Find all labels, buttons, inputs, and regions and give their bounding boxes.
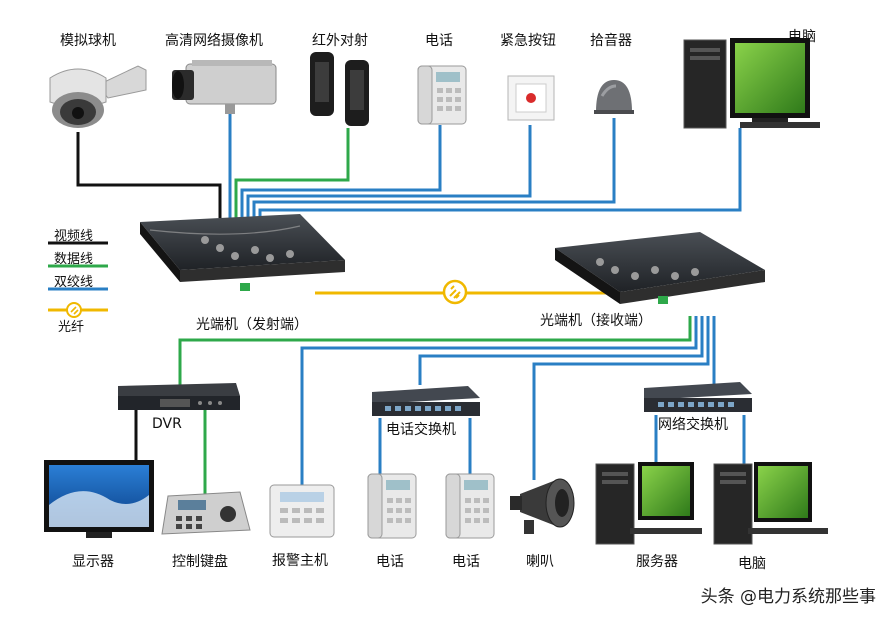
phone-bottom-1-icon: [367, 473, 417, 539]
ir-beam-icon: [310, 52, 369, 126]
pc-bottom-icon: [713, 462, 828, 545]
label-pc-bottom: 电脑: [738, 556, 766, 572]
label-phone-top: 电话: [425, 33, 453, 49]
legend-twisted-pair: 双绞线: [54, 275, 94, 290]
analog-dome-icon: [49, 65, 147, 128]
pc-top-icon: [683, 38, 820, 129]
label-phone-bottom-2: 电话: [452, 554, 480, 570]
phone-bottom-2-icon: [445, 473, 495, 539]
speaker-icon: [510, 478, 575, 534]
hd-camera-icon: [172, 60, 277, 114]
watermark: 头条 @电力系统那些事: [700, 587, 876, 607]
label-alarm-host: 报警主机: [272, 553, 328, 569]
tp-line-speaker: [532, 316, 710, 480]
data-line-dvr: [178, 316, 692, 385]
label-analog-dome: 模拟球机: [60, 33, 116, 49]
label-transmitter: 光端机（发射端）: [196, 317, 308, 333]
label-keyboard: 控制键盘: [172, 554, 228, 570]
emergency-button-icon: [507, 75, 555, 121]
phone-top-icon: [417, 65, 467, 125]
tp-line-button: [246, 125, 532, 222]
label-pickup: 拾音器: [590, 33, 632, 49]
label-hd-camera: 高清网络摄像机: [165, 33, 263, 49]
network-switch-icon: [644, 382, 752, 412]
label-speaker: 喇叭: [526, 554, 554, 570]
label-dvr: DVR: [152, 416, 182, 432]
label-network-switch: 网络交换机: [658, 417, 728, 433]
label-display: 显示器: [72, 554, 114, 570]
fiber-icon: [442, 279, 468, 305]
receiver-icon: [555, 232, 765, 304]
legend-fiber: 光纤: [58, 320, 85, 335]
tp-line-pc: [258, 128, 742, 228]
alarm-host-icon: [269, 484, 335, 538]
label-receiver: 光端机（接收端）: [540, 313, 652, 329]
video-line-dome: [76, 132, 222, 218]
control-keyboard-icon: [161, 491, 251, 535]
label-phone-bottom-1: 电话: [376, 554, 404, 570]
display-icon: [44, 460, 154, 538]
dvr-icon: [118, 383, 240, 410]
data-line-ir: [234, 128, 350, 218]
label-phone-switch: 电话交换机: [386, 422, 456, 438]
label-emergency-button: 紧急按钮: [500, 33, 556, 49]
legend: [48, 241, 108, 318]
label-pc-top: 电脑: [788, 29, 816, 45]
legend-video: 视频线: [54, 229, 94, 244]
legend-data: 数据线: [54, 252, 94, 267]
tp-line-phone: [240, 125, 442, 220]
phone-switch-icon: [372, 386, 480, 416]
server-icon: [595, 462, 702, 545]
tp-line-alarm: [300, 316, 698, 485]
pickup-icon: [594, 80, 634, 114]
label-ir-beam: 红外对射: [312, 33, 368, 49]
label-server: 服务器: [636, 554, 678, 570]
tp-line-phoneswitch: [418, 316, 704, 385]
transmitter-icon: [140, 214, 345, 291]
tp-line-pickup: [252, 118, 616, 225]
